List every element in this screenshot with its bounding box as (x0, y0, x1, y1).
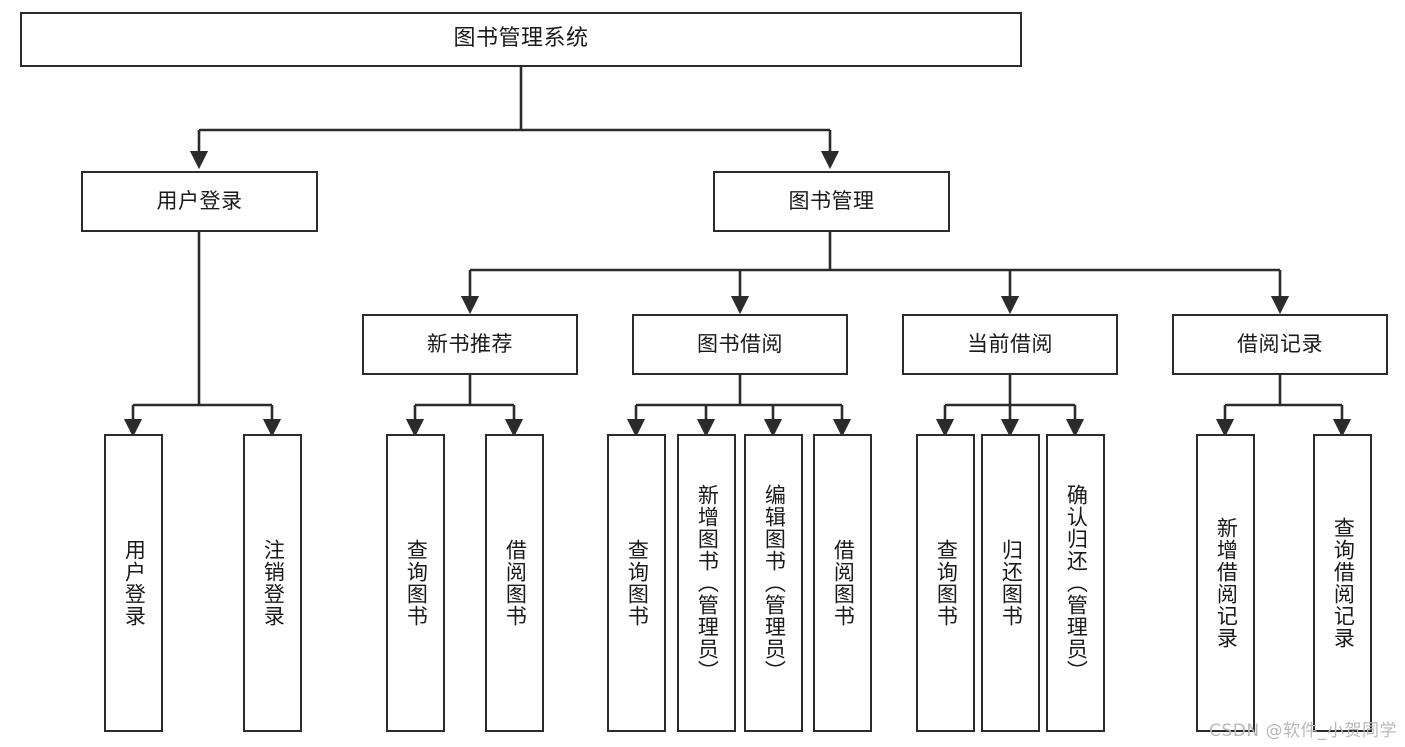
node-label: 新增借阅记录 (1214, 517, 1239, 649)
leaf-recommend-borrow-book[interactable]: 借阅图书 (485, 434, 544, 732)
node-new-book-recommend[interactable]: 新书推荐 (362, 314, 578, 375)
leaf-borrow-edit-book-admin[interactable]: 编辑图书（管理员） (744, 434, 803, 732)
leaf-user-logout[interactable]: 注销登录 (243, 434, 302, 732)
leaf-current-confirm-return-admin[interactable]: 确认归还（管理员） (1046, 434, 1105, 732)
node-label: 图书借阅 (697, 331, 783, 356)
node-label: 图书管理 (788, 188, 875, 213)
node-label: 当前借阅 (967, 331, 1053, 356)
node-label: 归还图书 (999, 539, 1024, 627)
node-root-system[interactable]: 图书管理系统 (20, 12, 1022, 67)
leaf-recommend-query-book[interactable]: 查询图书 (386, 434, 445, 732)
node-label: 借阅图书 (503, 539, 528, 627)
node-label: 确认归还（管理员） (1064, 484, 1089, 682)
leaf-user-login[interactable]: 用户登录 (104, 434, 163, 732)
node-label: 借阅图书 (831, 539, 856, 627)
node-label: 借阅记录 (1237, 331, 1323, 356)
node-label: 新书推荐 (427, 331, 513, 356)
node-label: 查询图书 (934, 539, 959, 627)
leaf-current-query-book[interactable]: 查询图书 (916, 434, 975, 732)
node-book-management[interactable]: 图书管理 (713, 171, 950, 232)
leaf-borrow-borrow-book[interactable]: 借阅图书 (813, 434, 872, 732)
node-book-borrow[interactable]: 图书借阅 (632, 314, 848, 375)
node-current-borrow[interactable]: 当前借阅 (902, 314, 1118, 375)
node-borrow-records[interactable]: 借阅记录 (1172, 314, 1388, 375)
node-user-login[interactable]: 用户登录 (81, 171, 318, 232)
node-label: 图书管理系统 (453, 26, 589, 52)
leaf-current-return-book[interactable]: 归还图书 (981, 434, 1040, 732)
node-label: 查询图书 (625, 539, 650, 627)
node-label: 用户登录 (156, 188, 243, 213)
leaf-records-query-record[interactable]: 查询借阅记录 (1313, 434, 1372, 732)
node-label: 用户登录 (122, 539, 147, 627)
leaf-records-add-record[interactable]: 新增借阅记录 (1196, 434, 1255, 732)
node-label: 注销登录 (261, 539, 286, 627)
leaf-borrow-add-book-admin[interactable]: 新增图书（管理员） (677, 434, 736, 732)
node-label: 新增图书（管理员） (695, 484, 720, 682)
leaf-borrow-query-book[interactable]: 查询图书 (607, 434, 666, 732)
node-label: 编辑图书（管理员） (762, 484, 787, 682)
watermark-text: CSDN @软件_小贺同学 (1209, 721, 1397, 741)
node-label: 查询图书 (404, 539, 429, 627)
node-label: 查询借阅记录 (1331, 517, 1356, 649)
